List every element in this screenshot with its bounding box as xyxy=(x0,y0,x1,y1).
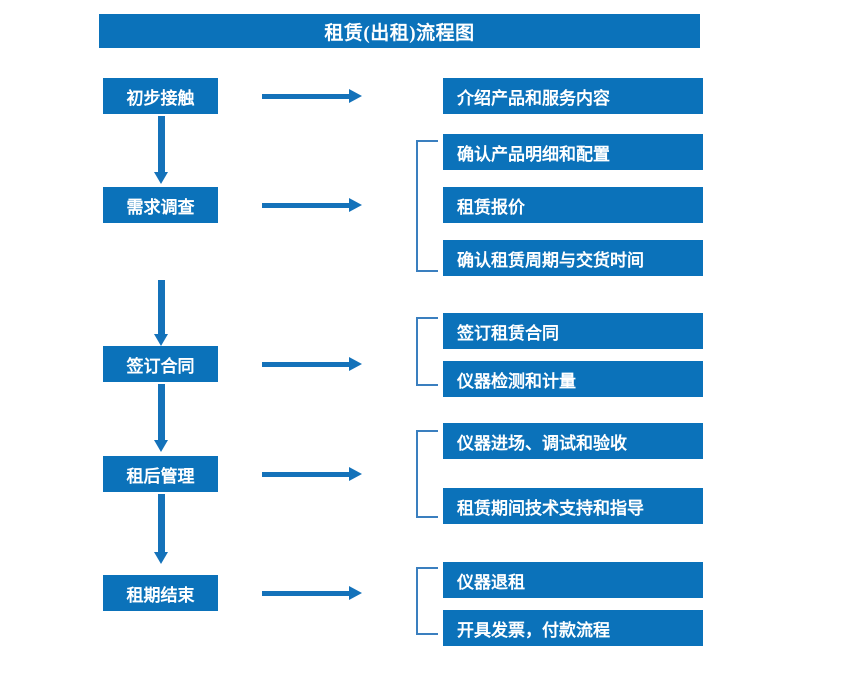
flow-arrow-right-1 xyxy=(262,89,362,103)
detail-box-4-2[interactable]: 租赁期间技术支持和指导 xyxy=(443,488,703,524)
stage-box-4[interactable]: 租后管理 xyxy=(103,456,218,492)
detail-box-3-1[interactable]: 签订租赁合同 xyxy=(443,313,703,349)
arrow-shaft xyxy=(262,472,350,477)
arrow-head xyxy=(154,552,168,564)
stage-box-3[interactable]: 签订合同 xyxy=(103,346,218,382)
detail-box-2-2[interactable]: 租赁报价 xyxy=(443,187,703,223)
arrow-head xyxy=(154,440,168,452)
flow-arrow-right-2 xyxy=(262,198,362,212)
arrow-shaft xyxy=(158,116,165,172)
arrow-shaft xyxy=(158,280,165,334)
stage-box-2[interactable]: 需求调查 xyxy=(103,187,218,223)
flow-arrow-right-5 xyxy=(262,586,362,600)
arrow-shaft xyxy=(262,94,350,99)
arrow-head xyxy=(349,467,362,481)
detail-box-2-1[interactable]: 确认产品明细和配置 xyxy=(443,134,703,170)
flow-arrow-down-3 xyxy=(154,384,169,452)
arrow-shaft xyxy=(158,384,165,440)
detail-box-1-1[interactable]: 介绍产品和服务内容 xyxy=(443,78,703,114)
group-bracket-3 xyxy=(416,317,438,386)
group-bracket-4 xyxy=(416,430,438,518)
detail-box-3-2[interactable]: 仪器检测和计量 xyxy=(443,361,703,397)
arrow-shaft xyxy=(262,591,350,596)
flow-arrow-right-3 xyxy=(262,357,362,371)
flow-arrow-right-4 xyxy=(262,467,362,481)
detail-box-5-1[interactable]: 仪器退租 xyxy=(443,562,703,598)
flow-arrow-down-1 xyxy=(154,116,169,184)
arrow-head xyxy=(349,198,362,212)
arrow-head xyxy=(349,89,362,103)
arrow-head xyxy=(349,357,362,371)
group-bracket-2 xyxy=(416,140,438,272)
arrow-shaft xyxy=(262,203,350,208)
stage-box-5[interactable]: 租期结束 xyxy=(103,575,218,611)
arrow-head xyxy=(154,172,168,184)
chart-title: 租赁(出租)流程图 xyxy=(99,14,700,48)
detail-box-4-1[interactable]: 仪器进场、调试和验收 xyxy=(443,423,703,459)
detail-box-5-2[interactable]: 开具发票，付款流程 xyxy=(443,610,703,646)
flow-arrow-down-2 xyxy=(154,280,169,346)
arrow-head xyxy=(349,586,362,600)
flow-arrow-down-4 xyxy=(154,494,169,564)
arrow-shaft xyxy=(158,494,165,552)
arrow-head xyxy=(154,334,168,346)
group-bracket-5 xyxy=(416,567,438,635)
arrow-shaft xyxy=(262,362,350,367)
stage-box-1[interactable]: 初步接触 xyxy=(103,78,218,114)
detail-box-2-3[interactable]: 确认租赁周期与交货时间 xyxy=(443,240,703,276)
